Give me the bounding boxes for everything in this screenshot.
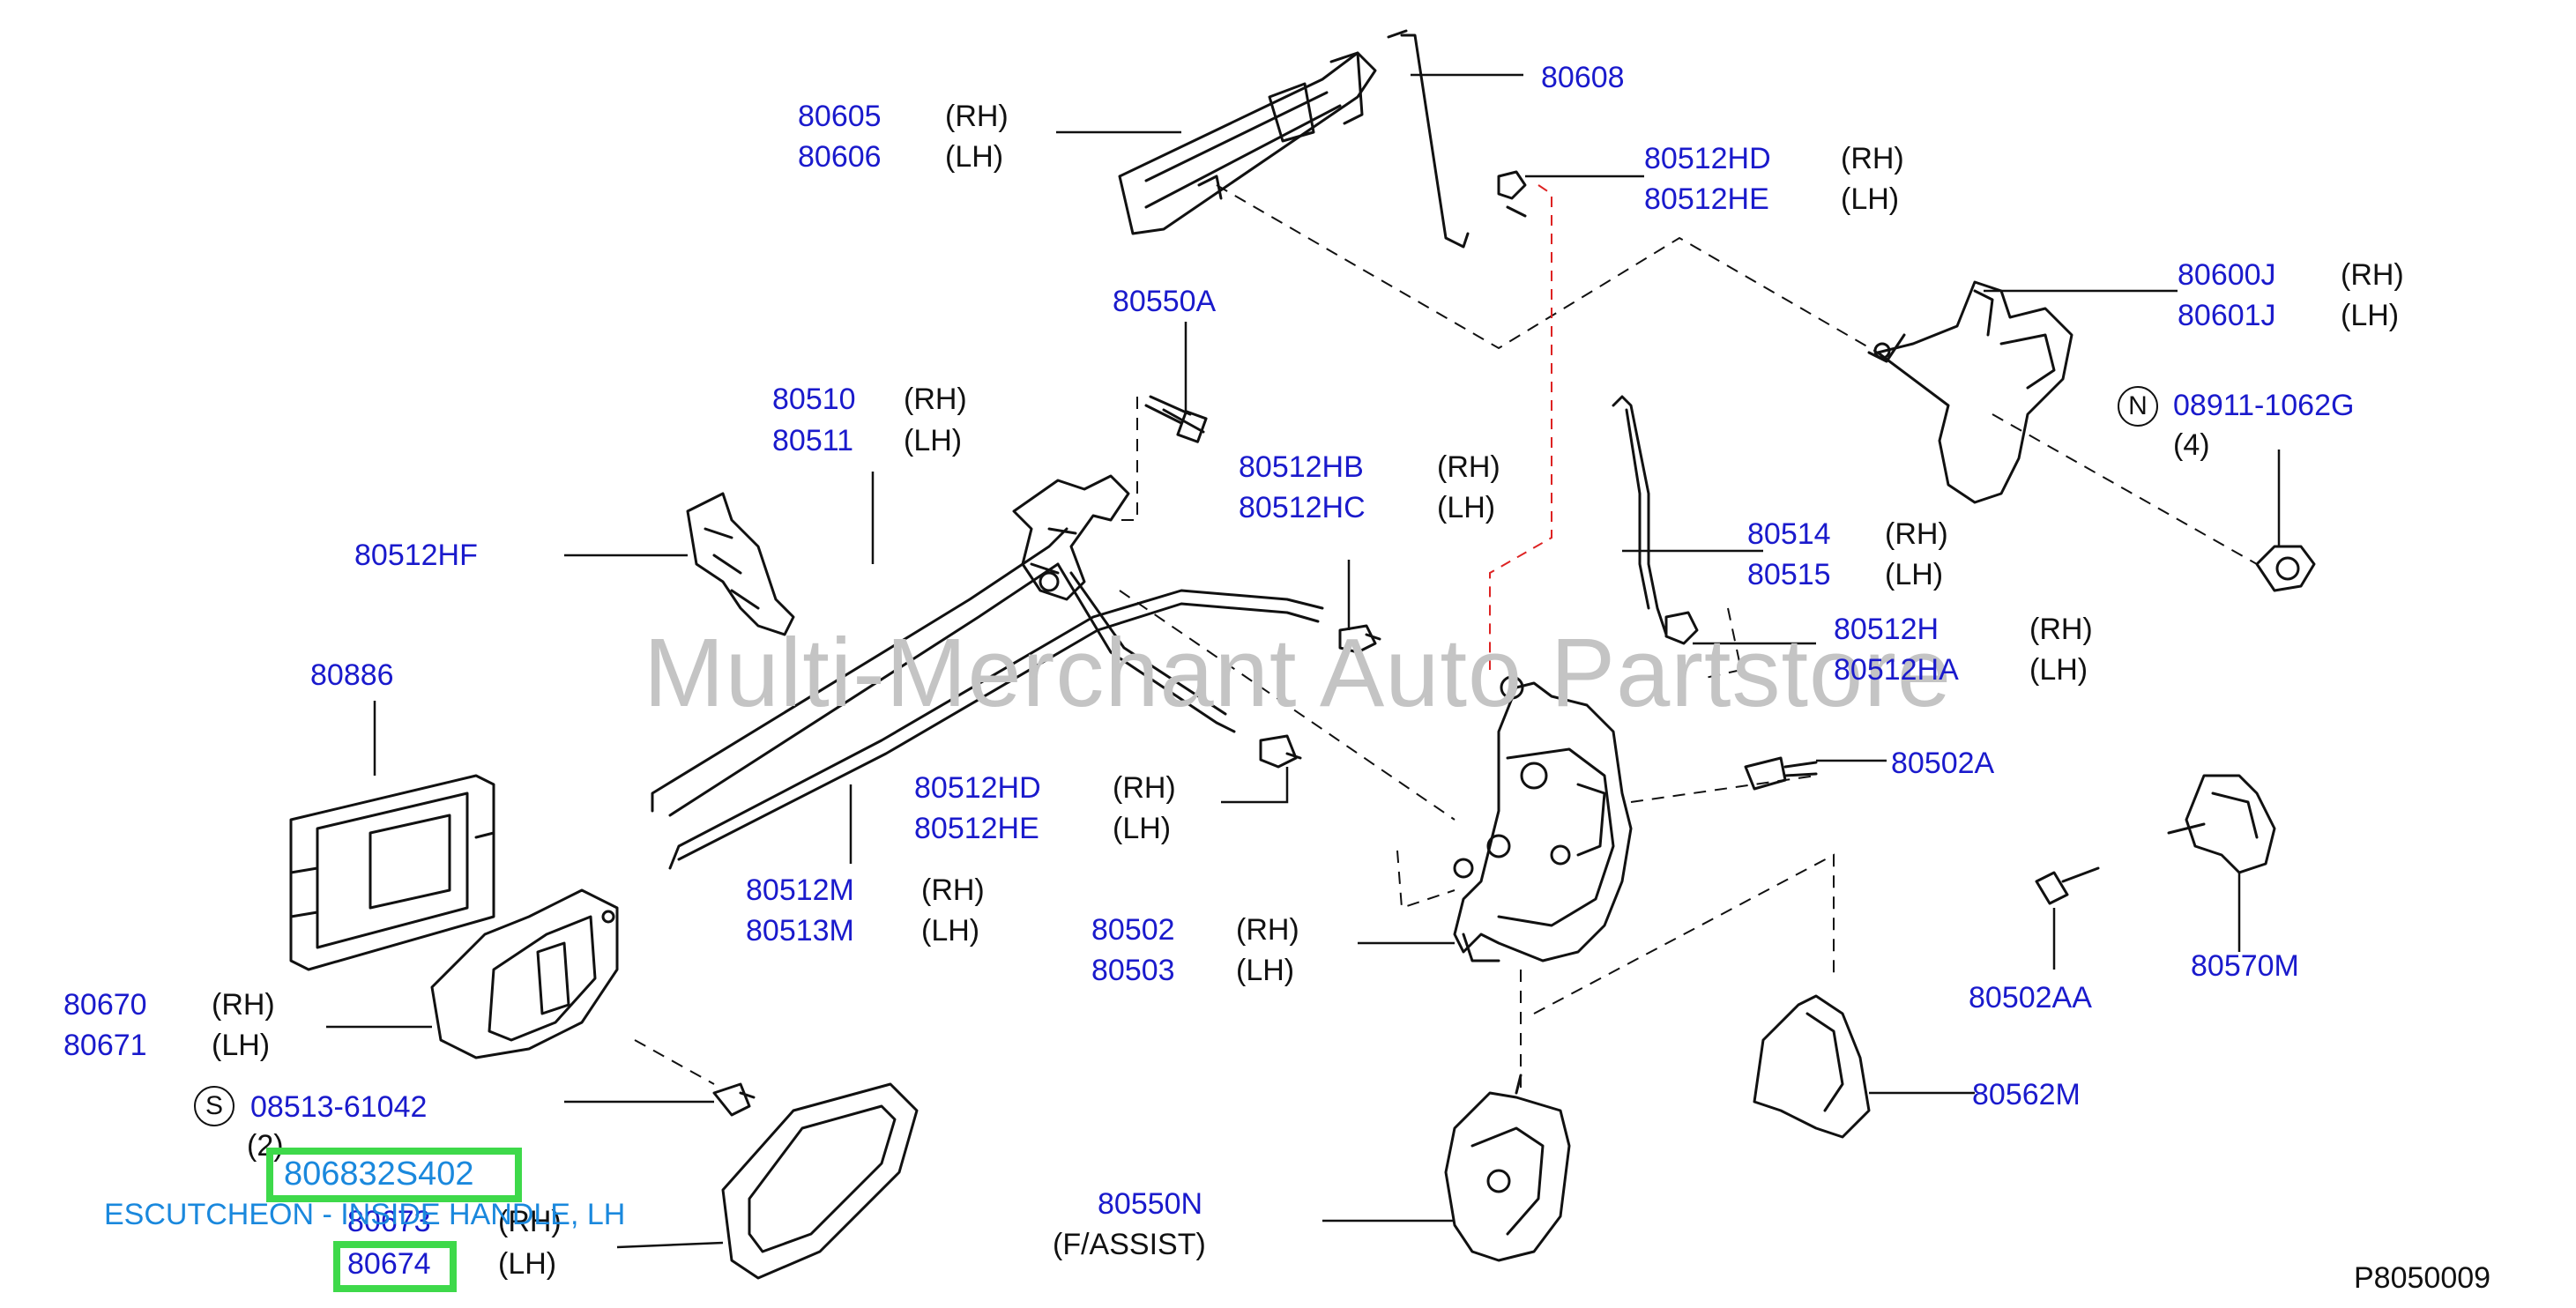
part-80512HA[interactable]: 80512HA bbox=[1834, 653, 1959, 687]
actuator-80550N-drawing bbox=[1444, 1074, 1571, 1262]
part-80512HE-top-side: (LH) bbox=[1841, 182, 1900, 216]
clip-80512HD-mid-drawing bbox=[1259, 734, 1302, 769]
lever-bracket-drawing bbox=[1012, 474, 1130, 601]
watermark: Multi-Merchant Auto Partstore bbox=[644, 619, 1953, 727]
part-80512HE-mid[interactable]: 80512HE bbox=[914, 812, 1039, 845]
rod-80608-drawing bbox=[1400, 33, 1470, 249]
part-80515-side: (LH) bbox=[1885, 558, 1944, 591]
part-80511-side: (LH) bbox=[904, 424, 963, 457]
rod-80514-drawing bbox=[1612, 395, 1668, 636]
screw-80502AA-drawing bbox=[2035, 866, 2100, 905]
part-80511[interactable]: 80511 bbox=[772, 424, 854, 457]
part-80670-side: (RH) bbox=[212, 988, 275, 1022]
highlight-806832S402 bbox=[266, 1148, 522, 1202]
part-80562M[interactable]: 80562M bbox=[1972, 1078, 2081, 1111]
bracket-80562M-drawing bbox=[1753, 994, 1871, 1139]
part-80606[interactable]: 80606 bbox=[798, 140, 882, 174]
part-80671[interactable]: 80671 bbox=[63, 1029, 147, 1062]
bolt-80502A-drawing bbox=[1744, 756, 1818, 791]
part-08513-61042[interactable]: 08513-61042 bbox=[250, 1090, 428, 1124]
part-80671-side: (LH) bbox=[212, 1029, 271, 1062]
part-80550N-note: (F/ASSIST) bbox=[1053, 1228, 1206, 1261]
part-80605[interactable]: 80605 bbox=[798, 100, 882, 133]
s-symbol: S bbox=[194, 1086, 235, 1126]
dashed-guides bbox=[634, 184, 2258, 1093]
highlight-description: ESCUTCHEON - INSIDE HANDLE, LH bbox=[104, 1198, 626, 1231]
part-80502A[interactable]: 80502A bbox=[1891, 747, 1995, 780]
part-80510[interactable]: 80510 bbox=[772, 383, 856, 416]
part-80608[interactable]: 80608 bbox=[1541, 61, 1625, 94]
leader-lines bbox=[326, 73, 2281, 1249]
part-08513-qty: (2) bbox=[247, 1129, 284, 1163]
highlight-part-number[interactable]: 806832S402 bbox=[284, 1156, 474, 1193]
part-80600J[interactable]: 80600J bbox=[2178, 258, 2276, 292]
part-80512HE-mid-side: (LH) bbox=[1113, 812, 1172, 845]
nut-08911-drawing bbox=[2255, 545, 2316, 592]
bolt-80550A-drawing bbox=[1144, 395, 1208, 443]
part-80514[interactable]: 80514 bbox=[1747, 517, 1831, 551]
part-80512H[interactable]: 80512H bbox=[1834, 613, 1939, 646]
part-80550A[interactable]: 80550A bbox=[1113, 285, 1217, 318]
clip-80512HB-drawing bbox=[1338, 624, 1381, 654]
n-symbol: N bbox=[2118, 386, 2158, 427]
part-80512HD-mid-side: (RH) bbox=[1113, 771, 1176, 805]
part-80605-side: (RH) bbox=[945, 100, 1009, 133]
part-80512H-side: (RH) bbox=[2029, 613, 2093, 646]
part-80502[interactable]: 80502 bbox=[1091, 913, 1175, 947]
rod-80512M-drawing bbox=[668, 589, 1324, 870]
part-80673-side: (RH) bbox=[498, 1205, 562, 1238]
dashed-guide-red bbox=[1489, 184, 1552, 670]
part-80673[interactable]: 80673 bbox=[347, 1205, 431, 1238]
outside-handle-drawing bbox=[1118, 51, 1377, 235]
part-80674-side: (LH) bbox=[498, 1247, 557, 1281]
bracket-80570M-drawing bbox=[2167, 774, 2276, 874]
part-80670[interactable]: 80670 bbox=[63, 988, 147, 1022]
part-80512HC-side: (LH) bbox=[1437, 491, 1496, 524]
part-80512M[interactable]: 80512M bbox=[746, 873, 854, 907]
part-80512HC[interactable]: 80512HC bbox=[1239, 491, 1366, 524]
part-80513M-side: (LH) bbox=[921, 914, 980, 948]
inside-handle-drawing bbox=[430, 888, 619, 1059]
part-80512HF[interactable]: 80512HF bbox=[354, 539, 478, 572]
part-80502AA[interactable]: 80502AA bbox=[1969, 981, 2092, 1014]
part-80512HD-top[interactable]: 80512HD bbox=[1644, 142, 1771, 175]
part-80601J-side: (LH) bbox=[2341, 299, 2400, 332]
part-80512HB[interactable]: 80512HB bbox=[1239, 450, 1364, 484]
part-08911-qty: (4) bbox=[2173, 428, 2210, 462]
escutcheon-drawing bbox=[721, 1082, 919, 1280]
lock-cylinder-80600J-drawing bbox=[1867, 280, 2073, 504]
part-80674[interactable]: 80674 bbox=[347, 1247, 431, 1281]
part-80512HD-top-side: (RH) bbox=[1841, 142, 1904, 175]
door-lock-actuator-drawing bbox=[1453, 681, 1633, 962]
part-80512HB-side: (RH) bbox=[1437, 450, 1500, 484]
part-80502-side: (RH) bbox=[1236, 913, 1299, 947]
part-80601J[interactable]: 80601J bbox=[2178, 299, 2276, 332]
part-80512M-side: (RH) bbox=[921, 873, 985, 907]
part-80514-side: (RH) bbox=[1885, 517, 1948, 551]
clip-80512HF-drawing bbox=[686, 492, 795, 636]
part-80600J-side: (RH) bbox=[2341, 258, 2404, 292]
diagram-id: P8050009 bbox=[2354, 1261, 2491, 1295]
highlight-80674 bbox=[333, 1241, 457, 1292]
part-08911-1062G[interactable]: 08911-1062G bbox=[2173, 389, 2355, 422]
clip-80512HD-top-drawing bbox=[1497, 170, 1527, 218]
part-80886[interactable]: 80886 bbox=[310, 658, 394, 692]
part-80512HE-top[interactable]: 80512HE bbox=[1644, 182, 1769, 216]
part-80510-side: (RH) bbox=[904, 383, 967, 416]
part-80570M[interactable]: 80570M bbox=[2191, 949, 2299, 983]
part-80503[interactable]: 80503 bbox=[1091, 954, 1175, 987]
part-80512HA-side: (LH) bbox=[2029, 653, 2088, 687]
part-80513M[interactable]: 80513M bbox=[746, 914, 854, 948]
part-80512HD-mid[interactable]: 80512HD bbox=[914, 771, 1041, 805]
part-80503-side: (LH) bbox=[1236, 954, 1295, 987]
screw-08513-drawing bbox=[712, 1082, 756, 1117]
part-80550N[interactable]: 80550N bbox=[1098, 1187, 1203, 1221]
part-80606-side: (LH) bbox=[945, 140, 1004, 174]
seal-80886-drawing bbox=[289, 774, 495, 971]
part-80515[interactable]: 80515 bbox=[1747, 558, 1831, 591]
